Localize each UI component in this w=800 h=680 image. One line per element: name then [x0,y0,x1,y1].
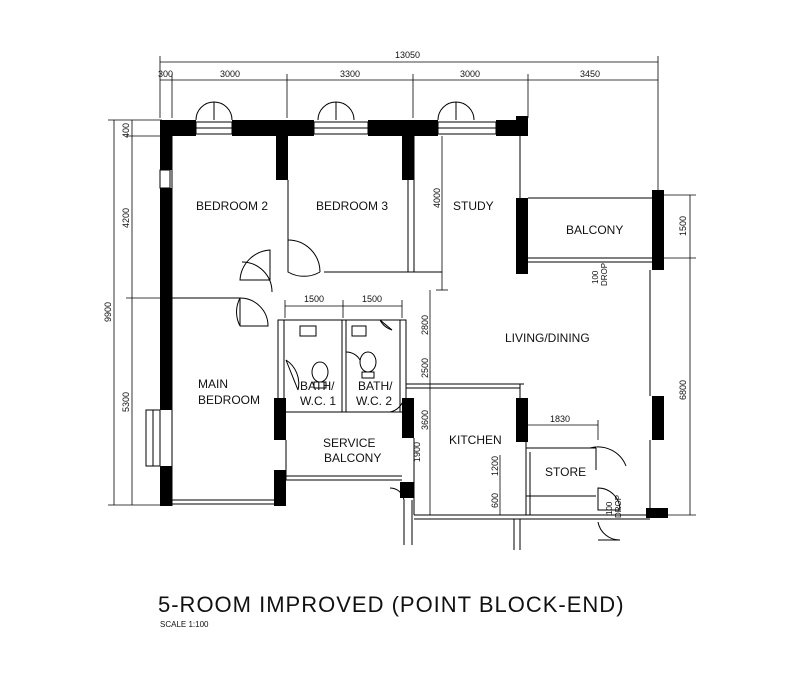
drop-label-a: DROP [600,263,609,286]
dim-study-4000: 4000 [432,188,442,208]
toilet-fixtures [299,325,377,389]
dim-left-4200: 4200 [121,208,131,228]
dim-store-1830: 1830 [550,414,570,424]
label-kitchen: KITCHEN [449,433,502,447]
dim-v-1900: 1900 [412,442,422,462]
label-bath-2-line1: BATH/ [358,379,393,393]
dim-top-3300: 3300 [340,69,360,79]
drop-100a: 100 [591,270,600,284]
label-balcony: BALCONY [566,223,623,237]
label-bath-2-line2: W.C. 2 [356,394,392,408]
label-living-dining: LIVING/DINING [505,331,590,345]
dim-balcony-1500: 1500 [678,216,688,236]
label-bath-1-line2: W.C. 1 [300,394,336,408]
dimension-lines [108,56,696,516]
label-bedroom-2: BEDROOM 2 [196,199,268,213]
dim-right-6800: 6800 [678,380,688,400]
label-service-balcony-line1: SERVICE [323,436,375,450]
dim-left-5300: 5300 [121,392,131,412]
dim-v-2500: 2500 [420,358,430,378]
plan-scale: SCALE 1:100 [160,620,209,629]
dim-left-400: 400 [121,123,131,138]
dim-overall-width: 13050 [395,50,420,60]
dim-top-3450: 3450 [580,69,600,79]
drop-100b: 100 [605,501,614,515]
dim-top-3000b: 3000 [460,69,480,79]
label-service-balcony-line2: BALCONY [324,451,381,465]
label-main-bedroom-line1: MAIN [198,377,228,391]
drop-label-b: DROP [614,495,623,518]
label-main-bedroom-line2: BEDROOM [198,393,260,407]
walls [160,116,668,518]
dim-v-600: 600 [490,493,500,508]
dim-v-2800: 2800 [420,315,430,335]
door-swings [195,101,627,541]
dim-inner-1500a: 1500 [304,294,324,304]
dim-top-3000a: 3000 [220,69,240,79]
thin-walls [171,136,652,550]
label-bedroom-3: BEDROOM 3 [316,199,388,213]
dim-top-300: 300 [158,69,173,79]
dim-v-1200: 1200 [490,456,500,476]
label-study: STUDY [453,199,494,213]
label-store: STORE [545,465,586,479]
dim-left-total: 9900 [103,302,113,322]
label-bath-1-line1: BATH/ [300,379,335,393]
dim-inner-1500b: 1500 [362,294,382,304]
plan-title: 5-ROOM IMPROVED (POINT BLOCK-END) [158,592,625,617]
windows [145,121,497,467]
dim-v-3600: 3600 [420,410,430,430]
